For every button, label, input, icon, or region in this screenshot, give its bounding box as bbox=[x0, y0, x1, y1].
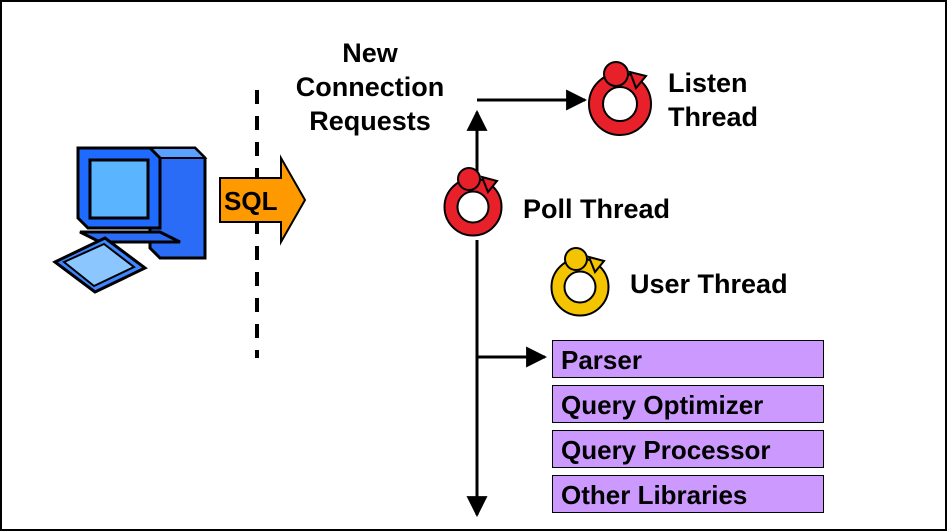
library-box-other-libraries: Other Libraries bbox=[552, 475, 824, 513]
computer-icon bbox=[52, 146, 208, 294]
sql-arrow bbox=[219, 154, 307, 246]
listen-thread-line-1: Listen bbox=[668, 68, 748, 98]
poll-thread-label: Poll Thread bbox=[523, 194, 671, 224]
listen-thread-line-2: Thread bbox=[668, 102, 759, 132]
library-box-query-optimizer: Query Optimizer bbox=[552, 385, 824, 423]
user-thread-label: User Thread bbox=[630, 269, 788, 299]
connection-label-line-1: New bbox=[342, 38, 398, 68]
sql-label: SQL bbox=[224, 186, 278, 216]
connection-label-line-2: Connection bbox=[295, 72, 445, 102]
connection-label-line-3: Requests bbox=[309, 106, 431, 136]
poll-thread-icon bbox=[443, 167, 503, 237]
library-box-query-processor: Query Processor bbox=[552, 430, 824, 468]
listen-thread-label: Listen Thread bbox=[668, 66, 758, 134]
library-box-parser: Parser bbox=[552, 340, 824, 378]
listen-thread-icon bbox=[588, 61, 652, 136]
user-thread-icon bbox=[550, 247, 610, 317]
connection-requests-label: New Connection Requests bbox=[270, 36, 470, 138]
